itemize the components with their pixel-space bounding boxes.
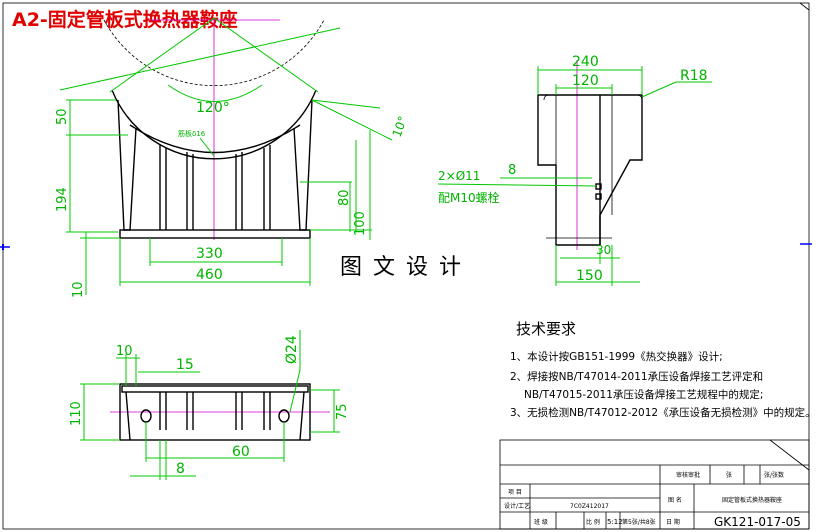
dim-240: 240 [572,54,599,70]
dim-75: 75 [335,403,350,420]
dim-120: 120 [572,73,599,89]
plan-view: 10 15 Ø24 110 75 8 60 [69,330,350,480]
shell-arc [111,89,317,160]
outer-border [2,2,810,530]
dim-30: 30 [596,243,611,257]
hole-note: 2×Ø11 [438,169,480,183]
tb-drawing-label: 图 名 [668,496,682,504]
dim-10-degree: 10° [390,114,410,139]
base-plate [119,229,311,239]
drawing-title: A2-固定管板式换热器鞍座 [12,8,238,31]
bolt-hole-top [595,183,602,190]
angle-label: 120° [196,100,230,116]
dim-60: 60 [232,444,250,460]
dim-150: 150 [576,268,603,284]
plan-outline [119,383,311,441]
tech-item-2: 2、焊接按NB/T47014-2011承压设备焊接工艺评定和 [510,370,763,383]
tech-item-1: 1、本设计按GB151-1999《热交换器》设计; [510,350,723,363]
tb-sheets: 张/张数 [764,471,784,479]
tb-scale-label: 比 例 [586,518,600,526]
dim-460: 460 [196,267,223,283]
dim-110: 110 [69,401,84,426]
dim-50: 50 [55,108,70,125]
title-block: 审核审批 张 张/张数 项 目 设计/工艺 7C0Z412017 图 名 固定管… [499,439,810,530]
tb-project-label: 项 目 [508,489,522,496]
side-view: 240 120 R18 2×Ø11 配M10螺栓 8 30 150 [437,54,712,286]
front-view: 120° 筋板δ16 50 194 10 330 460 80 100 10° [55,17,410,298]
tech-heading: 技术要求 [516,320,576,338]
dim-15: 15 [176,357,194,373]
dim-100: 100 [353,211,368,236]
tb-drawing-no: GK121-017-05 [714,515,801,529]
tb-sheet-word: 张 [726,471,732,479]
side-outline [537,94,643,246]
dim-8-plan: 8 [176,461,185,477]
right-leg [293,99,313,231]
bolt-hole-bottom [595,193,602,200]
dim-80: 80 [337,189,352,206]
tb-date-label: 日 期 [666,518,680,526]
tb-drawing-name: 固定管板式换热器鞍座 [722,496,782,504]
rib-note: 筋板δ16 [178,129,206,138]
bolt-note: 配M10螺栓 [438,190,500,205]
tb-student-id: 7C0Z412017 [570,503,609,510]
angle-arc [167,84,263,102]
left-leg [117,99,137,231]
saddle-plate [129,124,301,154]
dim-10-plan: 10 [116,344,133,359]
tech-requirements: 技术要求 1、本设计按GB151-1999《热交换器》设计; 2、焊接按NB/T… [510,320,816,419]
dim-d24: Ø24 [284,335,300,364]
tb-design-label: 设计/工艺 [504,502,530,510]
dim-8-side: 8 [508,163,516,178]
tech-item-3: 3、无损检测NB/T47012-2012《承压设备无损检测》中的规定。 [510,406,816,419]
dim-330: 330 [196,246,223,262]
tech-item-2b: NB/T47015-2011承压设备焊接工艺规程中的规定; [524,388,763,401]
watermark: 图 文 设 计 [340,255,463,280]
tb-class-label: 班 级 [534,518,548,526]
dim-10-height: 10 [71,281,86,298]
tb-sheet-number: 第5张/共8张 [622,518,656,526]
dim-r18: R18 [680,68,708,84]
dim-194: 194 [55,187,70,212]
tb-scale: 5:12 [607,518,623,526]
tb-review: 审核审批 [676,471,700,479]
